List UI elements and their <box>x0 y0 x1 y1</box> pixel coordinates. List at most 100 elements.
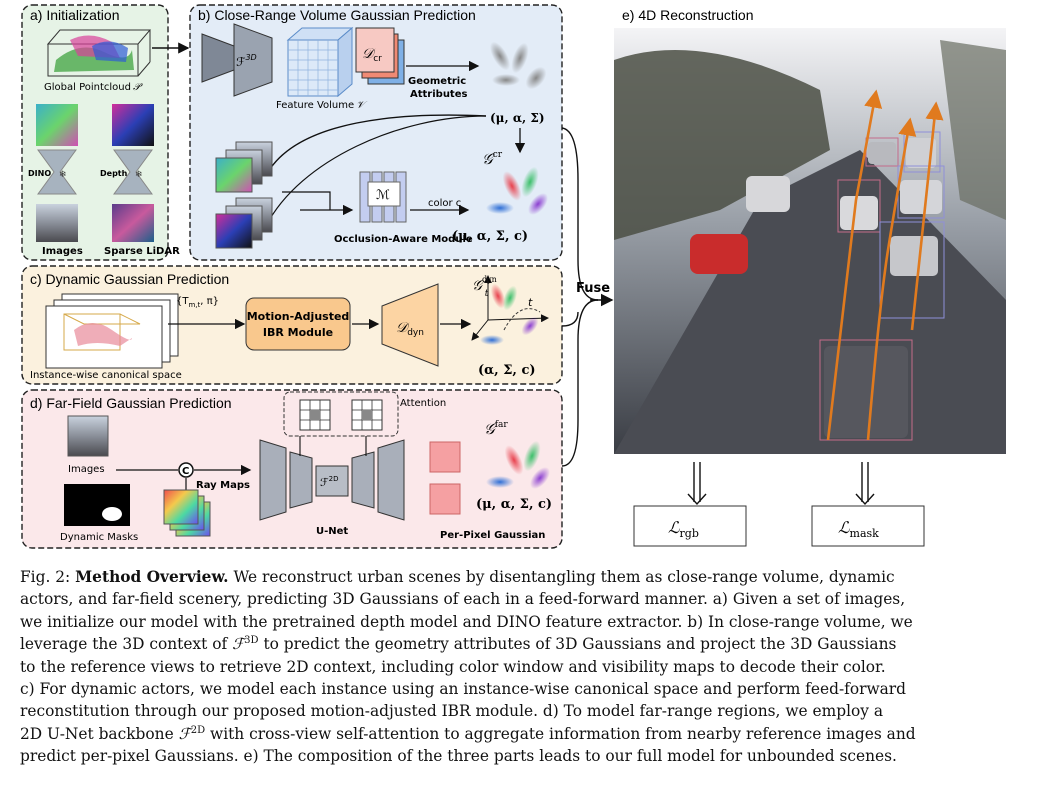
input-image-thumb <box>36 204 78 242</box>
ddyn-label: 𝒟dyn <box>396 320 424 338</box>
fuse-label: Fuse <box>576 281 610 296</box>
ray-maps-image <box>163 489 199 525</box>
f3d-label: ℱ3D <box>236 53 257 69</box>
motion-label-2: IBR Module <box>263 326 333 339</box>
color-label: color c <box>428 198 461 209</box>
attention-grids <box>299 399 383 431</box>
m-label: ℳ <box>376 188 390 203</box>
caption-label: Fig. 2: <box>20 568 71 586</box>
fuse-connector: Fuse <box>561 127 614 467</box>
mu-alpha-sigma-c-label-b: (μ, α, Σ, c) <box>452 229 528 244</box>
gcr-label: 𝒢cr <box>482 150 503 168</box>
trajectory-arrows <box>826 89 944 441</box>
caption-line-4b: to predict the geometry attributes of 3D… <box>263 635 897 654</box>
dino-encoder-shape <box>37 149 77 195</box>
caption-line-5: to the reference views to retrieve 2D co… <box>20 657 886 676</box>
far-input-image <box>67 415 109 457</box>
caption-line-8b: with cross-view self-attention to aggreg… <box>210 724 916 743</box>
caption-line-4a: leverage the 3D context of <box>20 635 228 654</box>
t-label: t <box>528 296 533 309</box>
caption-line-6: c) For dynamic actors, we model each ins… <box>20 680 907 699</box>
panel-a-title: a) Initialization <box>30 7 120 23</box>
feature-volume-grid <box>286 26 354 98</box>
attributes-label: Attributes <box>410 89 467 100</box>
f2d-label: ℱ2D <box>320 475 339 489</box>
colored-gaussians-far <box>486 440 550 489</box>
reference-view-images <box>215 141 273 249</box>
dynamic-mask-image <box>64 484 130 526</box>
caption-bold: Method Overview. <box>75 568 229 586</box>
panel-b-title: b) Close-Range Volume Gaussian Predictio… <box>198 7 476 23</box>
transform-label: {Tm,t, π} <box>176 296 219 309</box>
time-axes <box>471 275 549 345</box>
unet-shape: ℱ2D <box>259 436 405 521</box>
per-pixel-gaussian-1 <box>429 441 461 473</box>
panel-c-dynamic: c) Dynamic Gaussian Prediction Instance-… <box>21 265 563 385</box>
motion-label-1: Motion-Adjusted <box>247 310 350 323</box>
caption-line-1: We reconstruct urban scenes by disentang… <box>233 568 895 586</box>
panel-c-title: c) Dynamic Gaussian Prediction <box>30 271 229 287</box>
caption-line-2: actors, and far-field scenery, predictin… <box>20 590 906 609</box>
colored-gaussians-cr <box>486 166 548 215</box>
images-label: Images <box>42 246 83 257</box>
mask-loss-label: ℒmask <box>838 518 879 540</box>
instance-canonical-space <box>45 293 179 369</box>
mu-alpha-sigma-c-label-d: (μ, α, Σ, c) <box>476 497 552 512</box>
dcr-label: 𝒟cr <box>362 46 382 64</box>
ddyn-decoder <box>381 283 439 367</box>
mu-alpha-sigma-label: (μ, α, Σ) <box>490 111 545 125</box>
rgb-loss-label: ℒrgb <box>668 518 699 540</box>
frozen-icon: ❄ <box>135 170 143 180</box>
panel-e-4d-reconstruction: e) 4D Reconstruction <box>614 7 1006 547</box>
lidar-label: Sparse LiDAR <box>104 246 180 257</box>
rgb-loss-box <box>633 505 747 547</box>
dino-label: DINO <box>28 169 51 178</box>
concat-label: C <box>182 466 189 477</box>
ray-maps-label: Ray Maps <box>196 480 250 491</box>
occlusion-module-shape: ℳ <box>359 171 407 223</box>
dino-feature-map <box>36 104 78 146</box>
sparse-lidar-thumb <box>112 204 154 242</box>
caption-f3d: ℱ <box>232 635 245 654</box>
panel-e-title: e) 4D Reconstruction <box>622 7 754 23</box>
dcr-decoder: 𝒟cr <box>355 27 405 85</box>
instance-space-label: Instance-wise canonical space <box>30 370 182 381</box>
global-pointcloud-graphic <box>46 29 152 77</box>
attention-label: Attention <box>400 398 446 409</box>
caption-line-3: we initialize our model with the pretrai… <box>20 612 913 631</box>
gfar-label: 𝒢far <box>484 420 508 438</box>
per-pixel-gaussian-2 <box>429 483 461 515</box>
loss-arrows <box>687 462 875 506</box>
geometric-gaussians <box>489 41 547 90</box>
figure-caption: Fig. 2: Method Overview. We reconstruct … <box>20 566 1020 768</box>
caption-f2d-sup: 2D <box>190 724 206 736</box>
caption-line-8a: 2D U-Net backbone <box>20 724 174 743</box>
depth-encoder-shape <box>113 149 153 195</box>
panel-d-far-field: d) Far-Field Gaussian Prediction Images … <box>21 389 563 549</box>
dynamic-masks-label: Dynamic Masks <box>60 532 138 543</box>
reconstructed-cars <box>690 138 942 438</box>
concat-icon <box>178 462 194 478</box>
far-images-label: Images <box>68 464 105 475</box>
caption-f3d-sup: 3D <box>244 635 259 647</box>
caption-line-7: reconstitution through our proposed moti… <box>20 702 884 721</box>
motion-ibr-module <box>245 297 351 351</box>
mask-loss-box <box>811 505 925 547</box>
occlusion-module-label: Occlusion-Aware Module <box>334 234 473 245</box>
depth-label: Depth <box>100 169 128 178</box>
alpha-sigma-c-label: (α, Σ, c) <box>478 363 536 378</box>
frozen-icon: ❄ <box>59 170 67 180</box>
attention-box <box>283 391 399 437</box>
caption-f2d: ℱ <box>178 724 191 743</box>
caption-line-9: predict per-pixel Gaussians. e) The comp… <box>20 747 897 766</box>
per-pixel-gaussian-label: Per-Pixel Gaussian <box>440 530 545 541</box>
panel-b-close-range: b) Close-Range Volume Gaussian Predictio… <box>189 4 563 261</box>
unet-label: U-Net <box>316 526 348 537</box>
depth-map <box>112 104 154 146</box>
geometric-label: Geometric <box>408 76 466 87</box>
